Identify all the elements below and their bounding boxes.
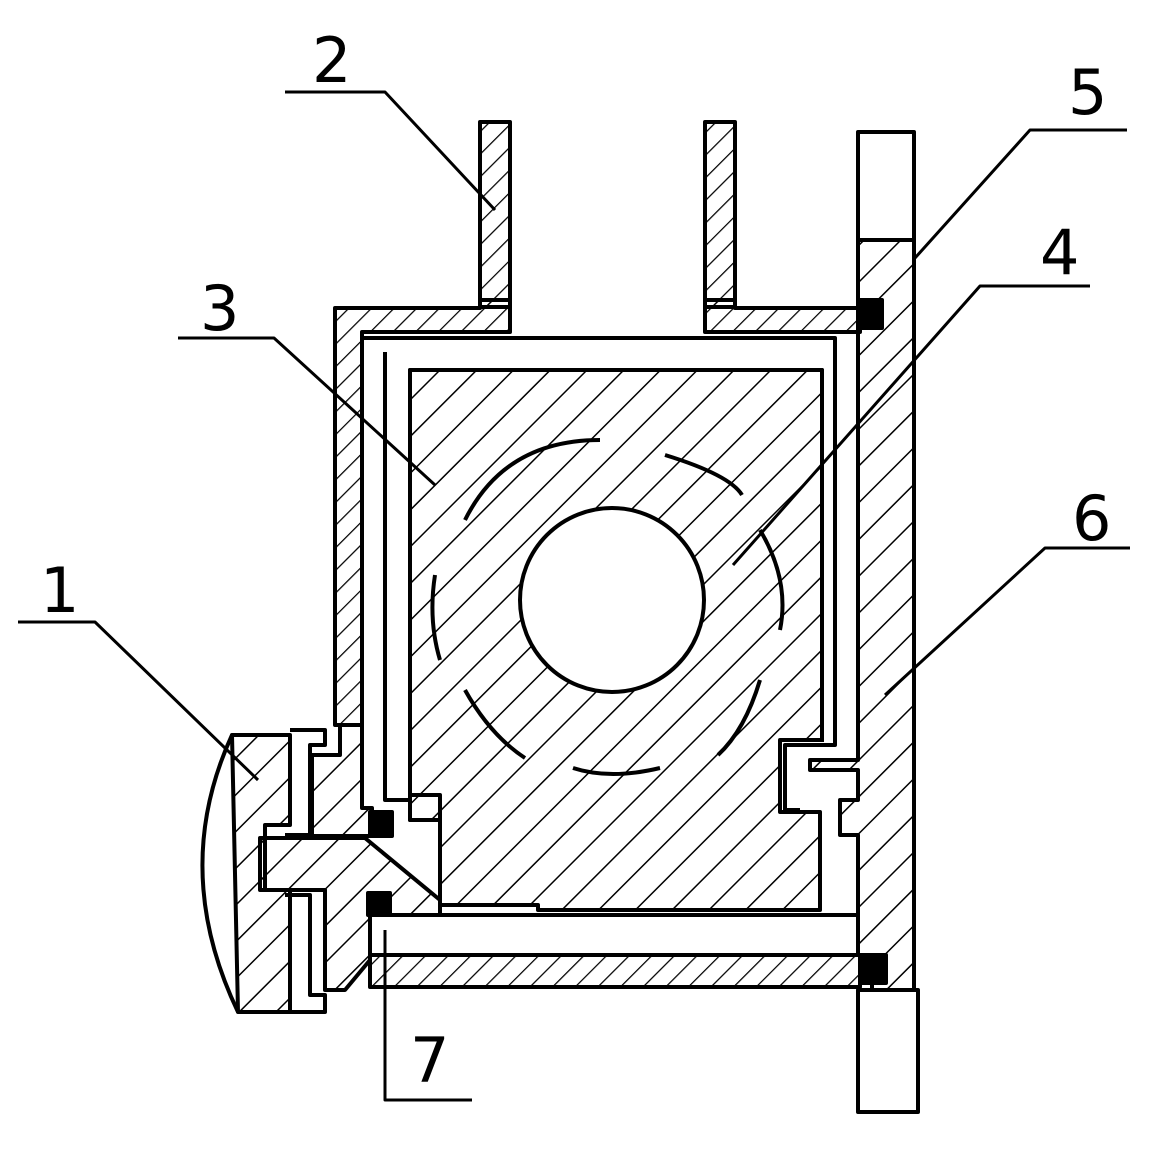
label-6: 6 xyxy=(1072,482,1112,555)
label-4: 4 xyxy=(1040,216,1080,289)
outlet-pipe xyxy=(478,120,737,309)
leader-lines xyxy=(18,90,1130,1102)
left-end-cap xyxy=(200,723,442,1014)
right-flange-body xyxy=(808,130,920,1114)
rotor-block xyxy=(408,368,824,912)
label-7: 7 xyxy=(410,1024,450,1097)
label-1: 1 xyxy=(40,554,80,627)
seals xyxy=(366,298,888,985)
housing-top-wall xyxy=(333,298,862,727)
label-2: 2 xyxy=(312,24,352,97)
label-3: 3 xyxy=(200,272,240,345)
bottom-channel xyxy=(368,913,862,989)
label-5: 5 xyxy=(1068,56,1108,129)
